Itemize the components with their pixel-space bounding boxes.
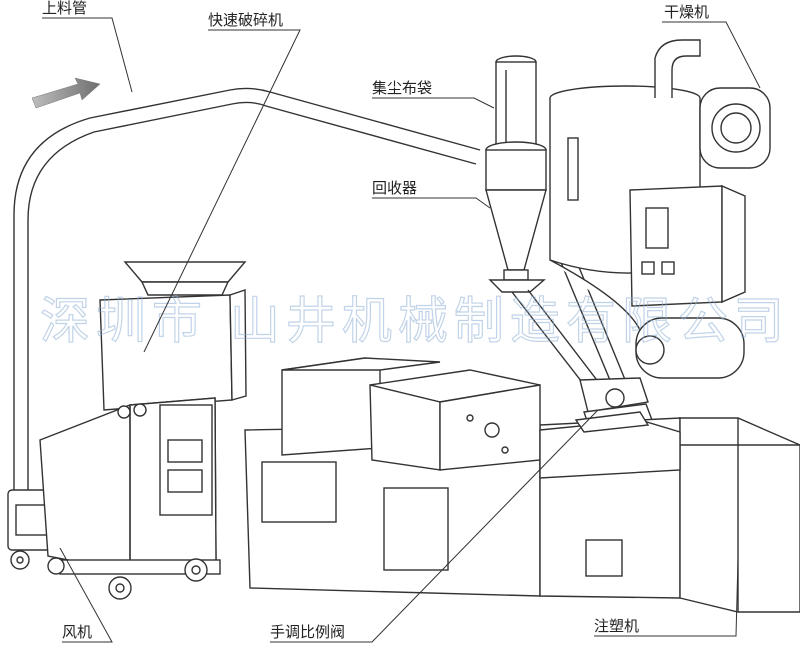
- dust-bag: [495, 55, 537, 151]
- feed-tube: [511, 254, 627, 396]
- label-fan: 风机: [62, 623, 92, 641]
- watermark-text: 深圳市 山井机械制造有限公司: [40, 292, 790, 350]
- leader-lines: [42, 17, 761, 643]
- label-dust-bag: 集尘布袋: [372, 79, 432, 97]
- label-dryer: 干燥机: [664, 3, 709, 21]
- label-molding-machine: 注塑机: [594, 617, 639, 635]
- arrow-right-icon: [31, 77, 101, 109]
- label-feed-pipe: 上料管: [42, 0, 87, 17]
- collector: [485, 141, 547, 293]
- label-valve: 手调比例阀: [270, 623, 345, 641]
- dryer: [549, 39, 771, 379]
- crusher: [39, 261, 247, 600]
- label-collector: 回收器: [372, 179, 417, 197]
- label-crusher: 快速破碎机: [208, 11, 283, 29]
- molding-machine: [244, 357, 800, 613]
